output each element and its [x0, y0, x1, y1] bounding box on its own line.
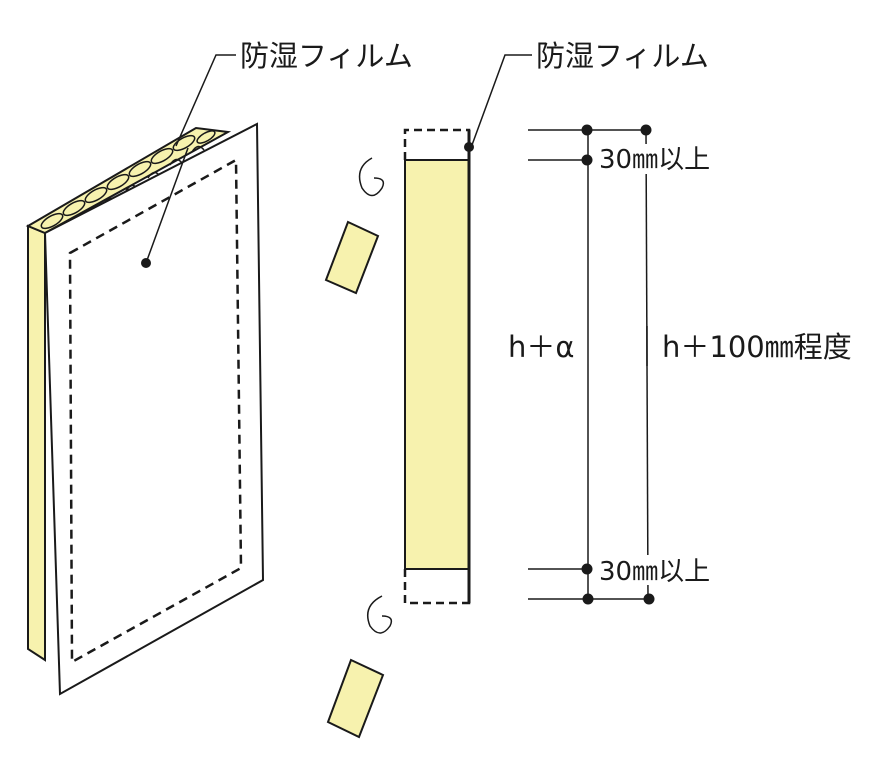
break-symbol-top-icon: [358, 157, 385, 197]
vapor-barrier-film-front: [43, 122, 265, 696]
dimension-lines: [528, 129, 650, 600]
film-extension-bottom: [403, 569, 471, 605]
h-alpha-label: h＋α: [508, 330, 575, 364]
overlap-bottom-label: 30㎜以上: [599, 557, 710, 587]
h-100-label: h＋100㎜程度: [662, 330, 852, 364]
film-leader-right: [471, 54, 532, 146]
dimension-dots: [581, 124, 655, 605]
film-label-right: 防湿フィルム: [536, 39, 709, 73]
cut-piece-top: [324, 220, 380, 295]
film-leader-left: [145, 54, 236, 264]
break-mark-bottom: [326, 595, 393, 739]
panel-side-face: [27, 224, 46, 662]
break-mark-top: [324, 157, 385, 295]
cut-piece-bottom: [326, 658, 385, 739]
insulation-section: [403, 128, 474, 605]
panel-hidden-outline: [68, 157, 243, 665]
film-extension-top: [403, 128, 471, 160]
insulation-body-section: [404, 159, 470, 570]
overlap-top-label: 30㎜以上: [599, 145, 710, 175]
film-label-left: 防湿フィルム: [240, 39, 413, 73]
break-symbol-bottom-icon: [367, 595, 393, 634]
insulation-panel-3d: [25, 122, 265, 696]
